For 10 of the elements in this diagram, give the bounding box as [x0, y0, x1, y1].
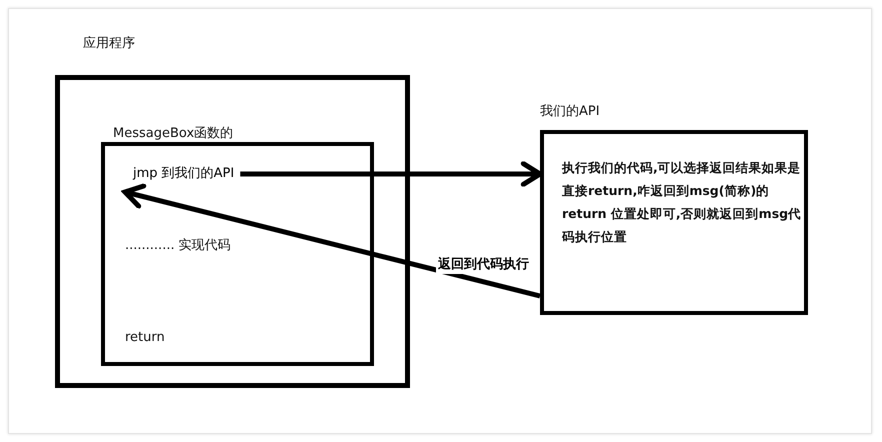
arrow: [122, 183, 541, 298]
box-heading: MessageBox函数的: [113, 125, 234, 142]
box-heading: 应用程序: [83, 35, 135, 52]
arrow: [240, 161, 542, 187]
box-heading: 我们的API: [540, 103, 600, 120]
code-line: return: [125, 330, 165, 345]
code-line: jmp 到我们的API: [133, 164, 234, 184]
code-line: ............ 实现代码: [125, 237, 231, 254]
description-text: 执行我们的代码,可以选择返回结果如果是直接return,咋返回到msg(简称)的return 位置处即可,否则就返回到msg代码执行位置: [562, 159, 802, 246]
edge-label: 返回到代码执行: [436, 254, 531, 274]
